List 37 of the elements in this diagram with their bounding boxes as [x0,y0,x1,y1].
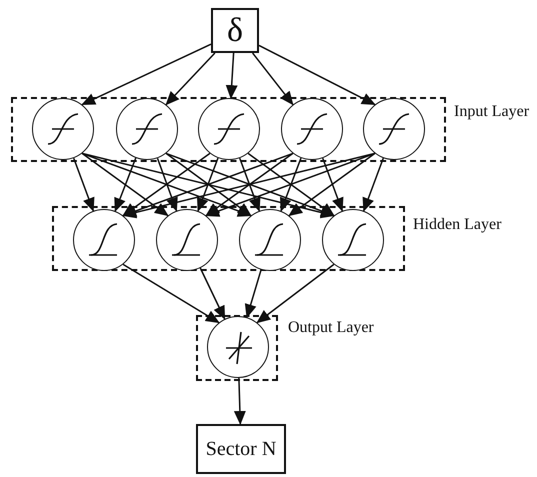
box-label: δ [226,14,244,48]
arrow [280,158,302,212]
arrow [205,152,376,217]
arrow [196,158,219,212]
arrow [166,152,252,216]
arrow [200,268,226,320]
layer-label: Input Layer [454,103,530,121]
arrow [205,152,294,216]
layer-label: Output Layer [288,319,374,337]
arrow [156,158,178,212]
arrow [226,52,238,100]
arrow [362,158,384,212]
layer-label: Hidden Layer [413,216,502,234]
arrow [73,158,94,212]
arrow [81,44,212,106]
arrow [166,152,335,217]
arrow [244,269,262,318]
arrow [248,152,335,216]
process-box [196,424,286,474]
box-label: Sector N [206,439,276,459]
arrow [258,44,376,106]
arrow [239,158,260,212]
arrow [82,152,335,218]
arrow [82,152,252,217]
arrow [122,152,376,218]
process-box [211,8,259,53]
arrow [165,52,216,106]
arrow [82,152,169,216]
arrow [122,152,294,217]
arrow [114,158,136,212]
arrow [322,158,344,212]
arrow [234,378,246,425]
arrow [122,264,220,324]
arrow [122,152,210,216]
arrow [288,152,376,216]
arrow [252,52,294,106]
arrow [256,264,334,324]
